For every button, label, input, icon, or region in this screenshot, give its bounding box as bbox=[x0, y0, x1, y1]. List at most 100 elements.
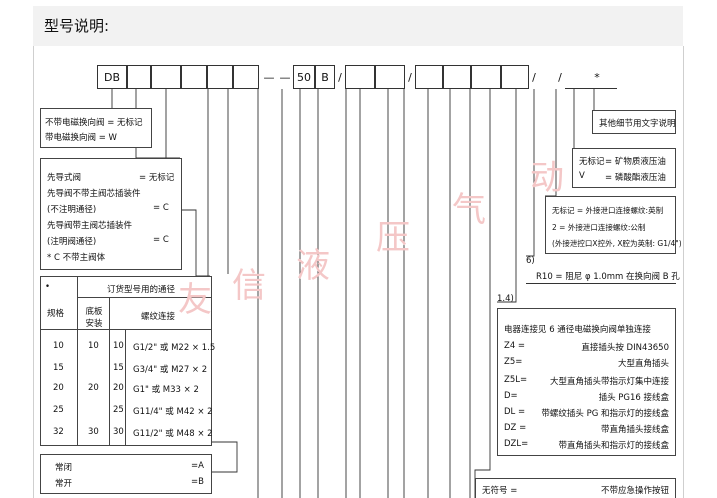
label-14: 1.4) bbox=[497, 294, 514, 304]
normal-closed: 常闭 bbox=[55, 463, 73, 473]
conn-desc: 带螺纹插头 PG 和指示灯的接线盒 bbox=[541, 409, 669, 419]
page-title: 型号说明: bbox=[44, 17, 110, 35]
code-asterisk: * bbox=[594, 70, 600, 84]
label-6: 6) bbox=[526, 256, 535, 266]
code-b: B bbox=[315, 65, 335, 89]
row-desc: G1" 或 M33 × 2 bbox=[133, 385, 199, 395]
pilot-l6: * C 不带主阀体 bbox=[47, 253, 106, 263]
code-cell bbox=[501, 65, 529, 89]
row-plate: 30 bbox=[88, 427, 99, 437]
code-cell bbox=[443, 65, 471, 89]
normal-state-box: 常闭 =A 常开 =B bbox=[40, 454, 212, 494]
damper-text: R10 = 阻尼 φ 1.0mm 在换向阀 B 孔 bbox=[536, 272, 680, 282]
conn-desc: 插头 PG16 接线盒 bbox=[598, 393, 669, 403]
pilot-l1: 先导式阀 bbox=[47, 173, 82, 183]
code-cell bbox=[233, 65, 259, 89]
row-plate: 10 bbox=[88, 341, 99, 351]
pilot-l2: 先导阀不带主阀芯插装件 bbox=[47, 189, 141, 199]
code-slash: / bbox=[338, 70, 342, 84]
code-cell bbox=[415, 65, 443, 89]
emergency-desc: 不带应急操作按钮 bbox=[600, 486, 669, 496]
conn-desc: 大型直角插头 bbox=[617, 359, 669, 369]
oil-l2-value: = 磷酸酯液压油 bbox=[605, 173, 666, 183]
table-col-plate: 底板安装 bbox=[85, 307, 103, 329]
conn-code: DZ = bbox=[504, 423, 527, 433]
row-desc: G3/4" 或 M27 × 2 bbox=[133, 365, 208, 375]
conn-desc: 大型直角插头带指示灯集中连接 bbox=[549, 377, 669, 387]
oil-l2: V bbox=[579, 171, 585, 181]
watermark-char: 压 bbox=[376, 218, 410, 258]
row-size: 15 bbox=[53, 363, 64, 373]
row-thread: 25 bbox=[113, 405, 124, 415]
conn-code: DL = bbox=[504, 407, 526, 417]
row-size: 25 bbox=[53, 405, 64, 415]
port-box: 无标记 = 外接泄口连接螺纹:英制 2 = 外接泄口连接螺纹:公制 (外接泄控口… bbox=[545, 196, 682, 254]
row-thread: 15 bbox=[113, 363, 124, 373]
pilot-l5-value: = C bbox=[153, 235, 169, 245]
right-border bbox=[683, 46, 684, 498]
title-bar bbox=[33, 6, 683, 46]
other-details-box: 其他细节用文字说明 bbox=[592, 110, 676, 134]
table-divider bbox=[109, 297, 110, 445]
other-details-text: 其他细节用文字说明 bbox=[599, 119, 676, 129]
row-size: 32 bbox=[53, 427, 64, 437]
port-l2: 2 = 外接泄口连接螺纹:公制 bbox=[552, 223, 646, 232]
conn-code: DZL= bbox=[504, 439, 529, 449]
conn-code: Z5= bbox=[504, 357, 523, 367]
code-underline bbox=[565, 88, 617, 89]
watermark-char: 液 bbox=[296, 246, 330, 286]
normal-open-code: =B bbox=[191, 477, 204, 487]
left-border bbox=[33, 46, 34, 498]
table-divider bbox=[77, 277, 78, 445]
conn-desc: 带直角插头和指示灯的接线盒 bbox=[558, 441, 669, 451]
conn-code: Z4 = bbox=[504, 341, 526, 351]
code-cell bbox=[181, 65, 207, 89]
row-size: 10 bbox=[53, 341, 64, 351]
pilot-box: 先导式阀 = 无标记 先导阀不带主阀芯插装件 (不注明通径) = C 先导阀带主… bbox=[40, 158, 182, 270]
code-slash: / bbox=[558, 70, 562, 84]
row-thread: 10 bbox=[113, 341, 124, 351]
code-cell bbox=[207, 65, 233, 89]
normal-open: 常开 bbox=[55, 479, 73, 489]
code-cell bbox=[151, 65, 181, 89]
conn-desc: 直接插头按 DIN43650 bbox=[581, 343, 669, 353]
table-divider bbox=[125, 329, 126, 445]
watermark-char: 气 bbox=[452, 190, 486, 230]
table-col-size: 规格 bbox=[47, 309, 65, 319]
emergency-code: 无符号 = bbox=[482, 486, 518, 496]
code-cell bbox=[375, 65, 405, 89]
table-bullet: • bbox=[45, 282, 51, 292]
code-prefix: DB bbox=[97, 65, 127, 89]
code-cell bbox=[127, 65, 151, 89]
row-desc: G11/4" 或 M42 × 2 bbox=[133, 407, 213, 417]
watermark-char: 友 bbox=[178, 280, 212, 320]
oil-l1: 无标记 bbox=[579, 157, 605, 167]
conn-code: D= bbox=[504, 391, 518, 401]
conn-code: Z5L= bbox=[504, 375, 528, 385]
connection-box: 电器连接见 6 通径电磁换向阀单独连接 Z4 = 直接插头按 DIN43650 … bbox=[497, 308, 676, 456]
pilot-l5: (注明阀通径) bbox=[47, 237, 97, 247]
pilot-l3-value: = C bbox=[153, 203, 169, 213]
solenoid-box: 不带电磁换向阀 = 无标记 带电磁换向阀 = W bbox=[40, 108, 152, 148]
code-cell bbox=[345, 65, 375, 89]
code-series: 50 bbox=[293, 65, 315, 89]
solenoid-line1: 不带电磁换向阀 = 无标记 bbox=[45, 118, 143, 128]
code-dash: — bbox=[263, 70, 275, 84]
conn-desc: 带直角插头接线盒 bbox=[600, 425, 669, 435]
table-head-order: 订货型号用的通径 bbox=[107, 285, 176, 295]
code-slash: / bbox=[532, 70, 536, 84]
oil-l1-value: = 矿物质液压油 bbox=[605, 157, 666, 167]
pilot-l3: (不注明通径) bbox=[47, 205, 97, 215]
row-thread: 20 bbox=[113, 383, 124, 393]
port-l1: 无标记 = 外接泄口连接螺纹:英制 bbox=[552, 206, 664, 215]
code-cell bbox=[471, 65, 501, 89]
row-desc: G1/2" 或 M22 × 1.5 bbox=[133, 343, 216, 353]
solenoid-line2: 带电磁换向阀 = W bbox=[45, 133, 117, 143]
watermark-char: 动 bbox=[530, 158, 564, 198]
damper-underline bbox=[526, 283, 676, 284]
pilot-l1-value: = 无标记 bbox=[139, 173, 175, 183]
pilot-l4: 先导阀带主阀芯插装件 bbox=[47, 221, 133, 231]
size-table: • 订货型号用的通径 规格 底板安装 螺纹连接 10 10 10 G1/2" 或… bbox=[40, 276, 216, 446]
oil-box: 无标记 = 矿物质液压油 V = 磷酸酯液压油 bbox=[572, 148, 676, 188]
